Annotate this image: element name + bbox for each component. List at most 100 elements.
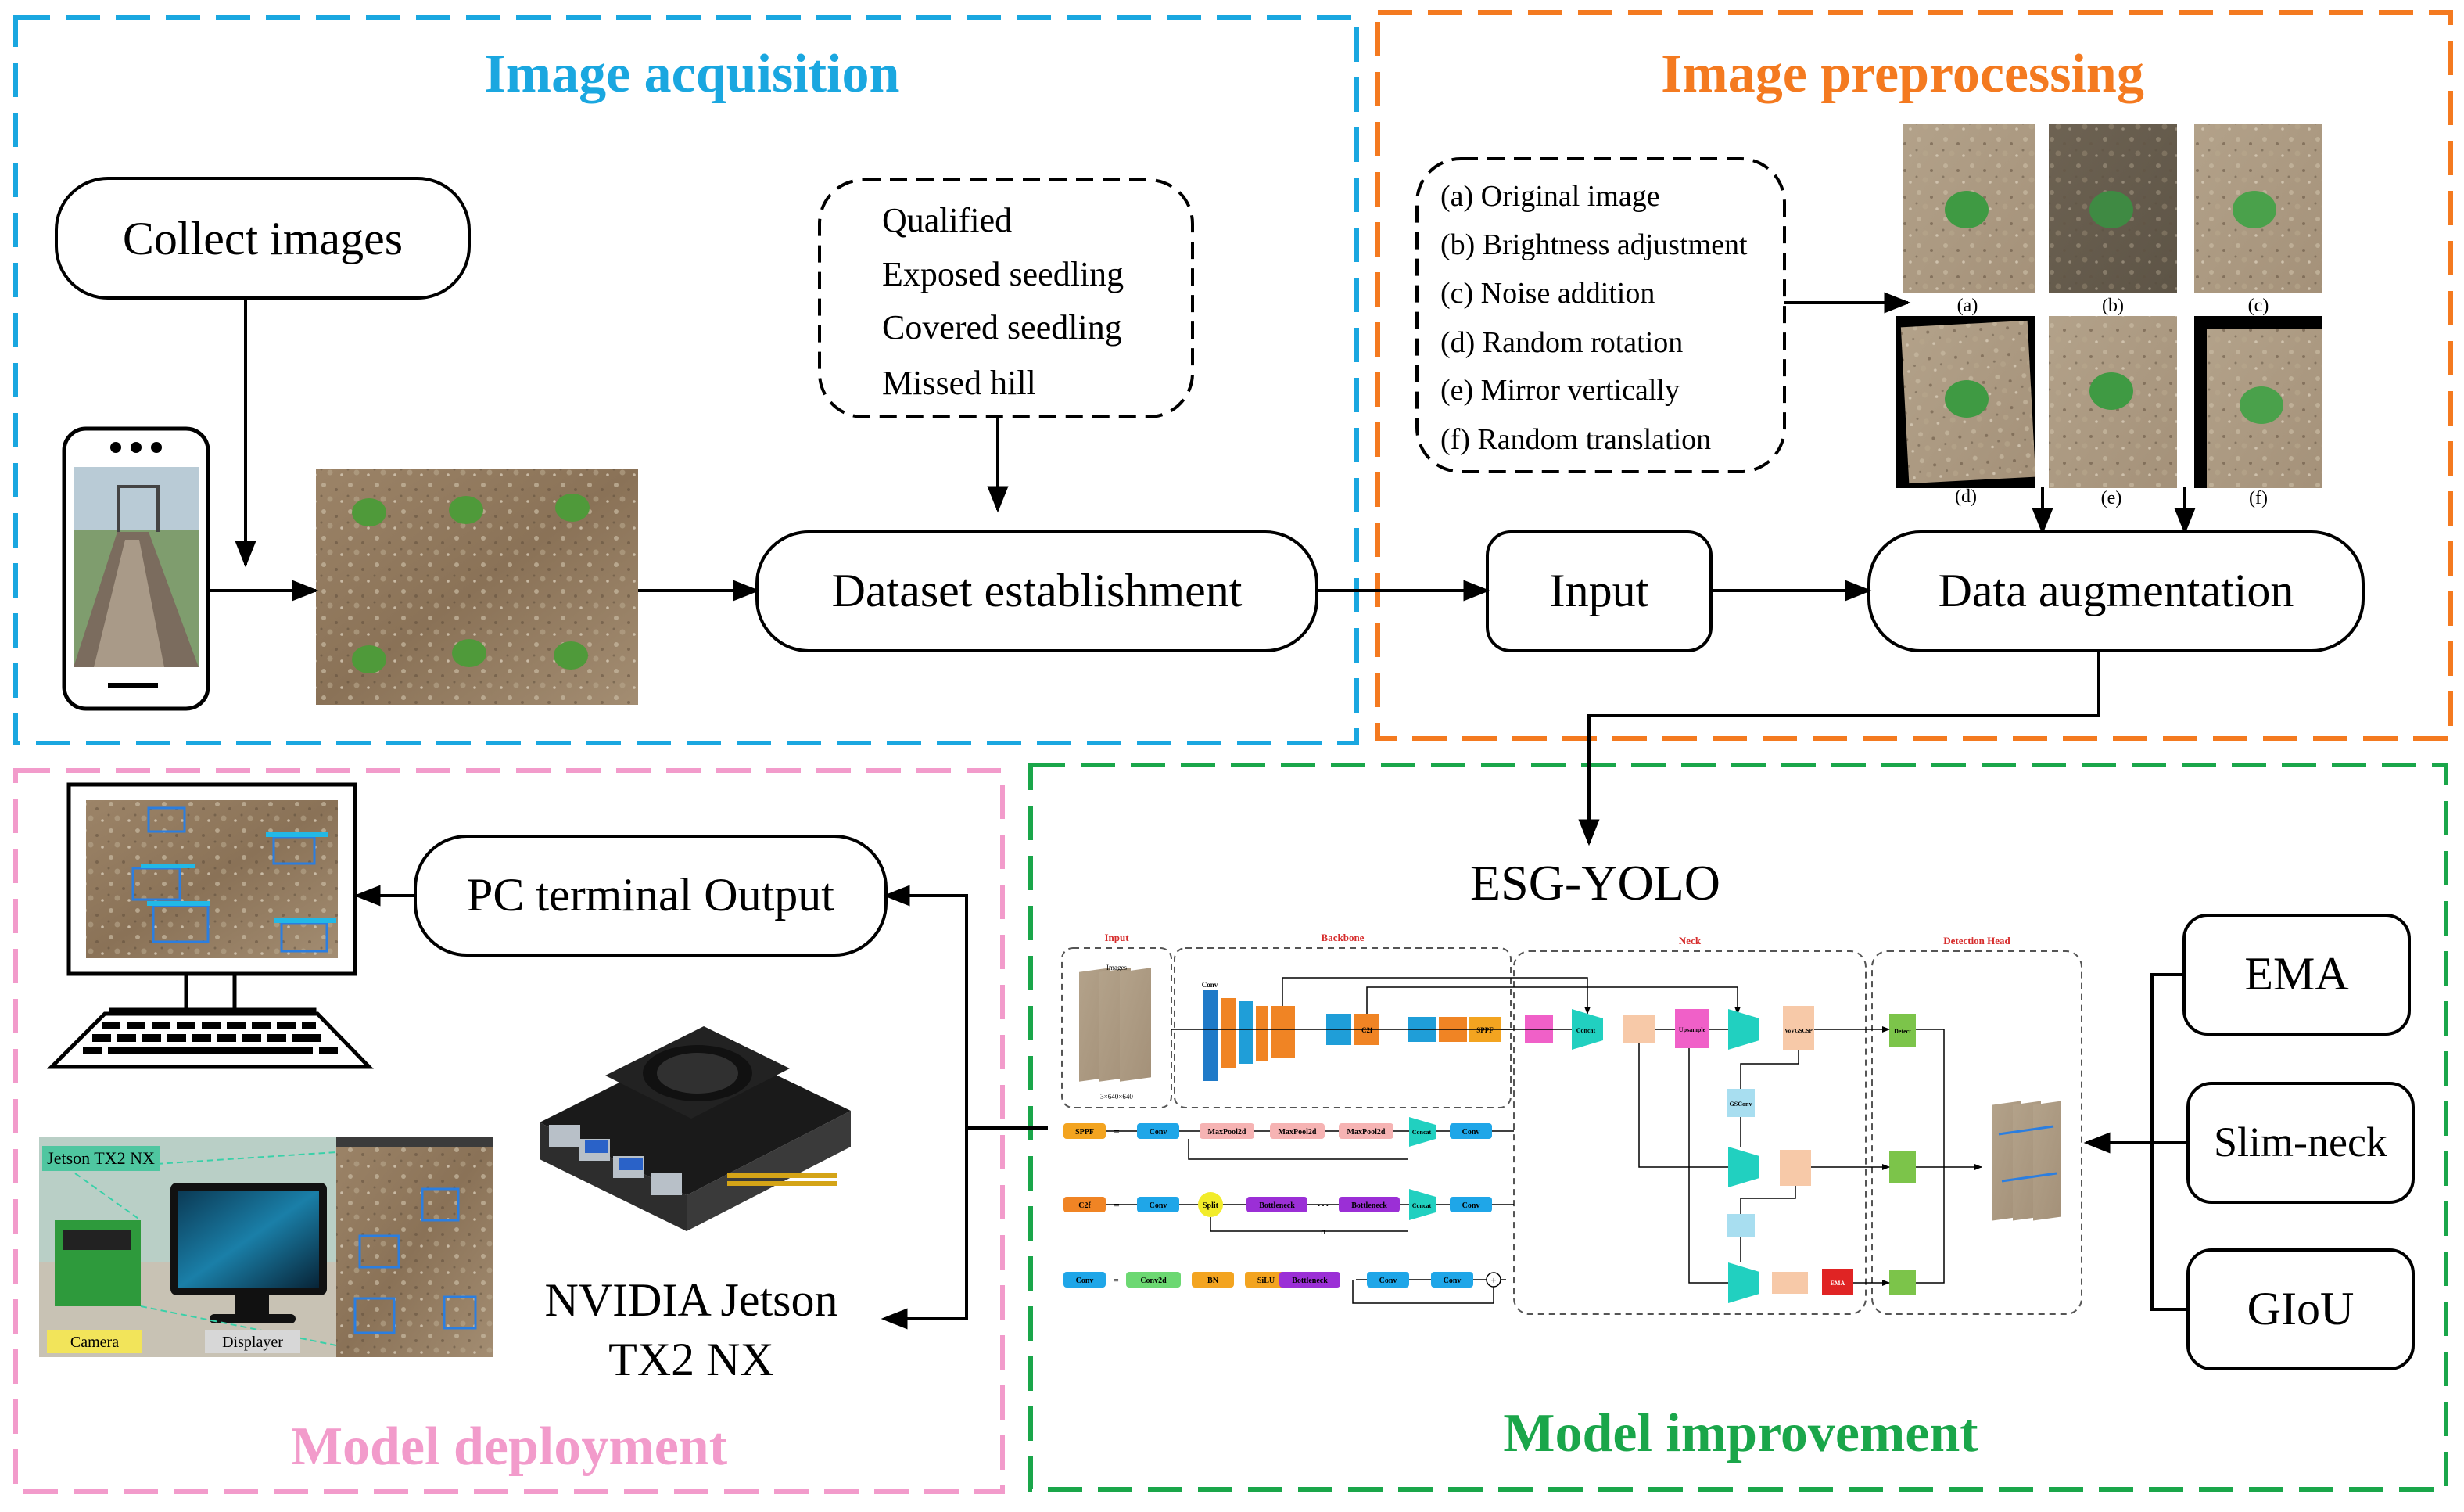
arch-concat-2: [1728, 1147, 1759, 1187]
arch-group-head: [1871, 950, 2082, 1315]
arch-concat-1: [1728, 1009, 1759, 1050]
arch-legend-c2f-concat-text: Concat: [1412, 1202, 1432, 1209]
section-title-acquisition: Image acquisition: [485, 44, 900, 104]
augmentation-item-d: (d) Random rotation: [1440, 326, 1683, 359]
arch-legend-c2f-conv2-text: Conv: [1462, 1201, 1480, 1210]
photo-label-jetson-bg: [42, 1146, 160, 1171]
arch-c2f-0: [1239, 1001, 1253, 1064]
section-title-preprocessing: Image preprocessing: [1661, 44, 2144, 104]
arch-vov-0: [1623, 1015, 1655, 1043]
augmentation-item-a: (a) Original image: [1440, 180, 1660, 213]
photo-label-displayer-bg: [205, 1330, 300, 1353]
arch-group-backbone: [1174, 947, 1512, 1108]
arch-head-merge: [1916, 1029, 1945, 1284]
arch-concat-0: [1572, 1009, 1603, 1050]
arch-legend-silu-text: SiLU: [1257, 1277, 1275, 1285]
arch-legend-bottleneck-1-text: Bottleneck: [1259, 1201, 1295, 1210]
arch-conv-1: [1221, 998, 1236, 1068]
arch-legend-add-text: +: [1490, 1274, 1496, 1286]
category-exposed: Exposed seedling: [882, 255, 1124, 293]
arch-legend-bottleneck-2-text: Bottleneck: [1351, 1201, 1387, 1210]
arch-vov-3: [1772, 1272, 1808, 1294]
arch-group-input: [1061, 947, 1172, 1108]
arrow-deploy-to-pc: [883, 885, 968, 1128]
arch-legend-bn-text: BN: [1207, 1277, 1219, 1285]
arch-detect-1: [1889, 1151, 1916, 1183]
category-covered: Covered seedling: [882, 308, 1122, 347]
thumb-a: [1903, 124, 2035, 293]
arch-legend-mp-1-text: MaxPool2d: [1208, 1128, 1246, 1137]
arch-legend-bn: [1192, 1272, 1234, 1288]
arch-legend-conv-a: [1367, 1272, 1409, 1288]
arch-vov-label: VoVGSCSP: [1784, 1028, 1813, 1034]
input-label: Input: [1550, 565, 1649, 616]
monitor-icon: [66, 782, 357, 1023]
arch-legend-conv-a-text: Conv: [1379, 1277, 1397, 1285]
arch-neck-down-3: [1740, 1186, 1796, 1214]
arch-ema-block: [1822, 1269, 1853, 1295]
arch-skip-2: [1366, 986, 1741, 1015]
arch-legend-c2f-conv: [1137, 1197, 1179, 1212]
arch-vov-1: [1783, 1006, 1814, 1050]
giou-label: GIoU: [2247, 1283, 2355, 1334]
arch-legend-sppf: [1063, 1123, 1106, 1139]
arch-skip-1: [1282, 977, 1591, 1015]
arch-legend-mp-1: [1200, 1123, 1254, 1139]
jetson-label-line2: TX2 NX: [608, 1334, 774, 1385]
arch-label-neck: Neck: [1679, 935, 1702, 946]
arch-c2f-label: C2f: [1361, 1026, 1373, 1034]
arch-legend-sppf-conv-2: [1450, 1123, 1492, 1139]
arch-legend-c2f-conv-2: [1450, 1197, 1492, 1212]
thumb-label-e: (e): [2101, 488, 2122, 508]
arch-sppf-label: SPPF: [1476, 1026, 1494, 1034]
arch-legend-split: [1198, 1192, 1223, 1217]
arch-input-images: [1079, 968, 1151, 1082]
category-missed: Missed hill: [882, 364, 1036, 402]
photo-label-jetson: Jetson TX2 NX: [47, 1148, 155, 1168]
category-list-box: [818, 178, 1194, 418]
arch-label-backbone: Backbone: [1322, 932, 1365, 943]
section-title-deployment: Model deployment: [291, 1417, 727, 1477]
arch-c2f-1: [1271, 1006, 1295, 1058]
arch-legend-conv-b: [1431, 1272, 1473, 1288]
collect-images-node[interactable]: [55, 177, 471, 300]
arch-legend-conv-text: Conv: [1076, 1277, 1094, 1285]
architecture-diagram: Input Backbone Neck Detection Head Image…: [1061, 932, 2082, 1315]
arch-upsample-1: [1675, 1009, 1709, 1048]
arch-neck-skip-b: [1688, 1048, 1728, 1284]
category-qualified: Qualified: [882, 201, 1012, 239]
arch-legend-sppf-bypass: [1188, 1139, 1408, 1160]
arch-conv-label: Conv: [1202, 981, 1218, 989]
arch-detect-2: [1889, 1270, 1916, 1295]
photo-label-camera-bg: [47, 1330, 142, 1353]
thumb-label-d: (d): [1955, 487, 1977, 507]
arch-size-label: 3×640×640: [1100, 1093, 1133, 1101]
thumb-c: [2194, 124, 2322, 293]
arch-legend-sppf-conv: [1137, 1123, 1179, 1139]
thumb-f: [2194, 316, 2322, 488]
arch-neck-skip-a: [1638, 1043, 1728, 1168]
arch-detect-label: Detect: [1894, 1028, 1911, 1035]
arch-legend-mp-3-text: MaxPool2d: [1347, 1128, 1386, 1137]
data-augmentation-label: Data augmentation: [1939, 565, 2294, 616]
dataset-establishment-label: Dataset establishment: [832, 565, 1243, 616]
arch-legend-conv2d: [1126, 1272, 1181, 1288]
arch-legend-mp-2-text: MaxPool2d: [1279, 1128, 1317, 1137]
arch-legend-sppf-eq: =: [1114, 1126, 1119, 1137]
arch-legend-bottleneck-def: [1279, 1272, 1340, 1288]
thumb-label-f: (f): [2249, 488, 2268, 508]
arch-conv-2: [1256, 1006, 1268, 1061]
arch-legend-conv2d-text: Conv2d: [1140, 1277, 1167, 1285]
arch-legend-c2f-eq: =: [1114, 1199, 1119, 1211]
arch-label-head: Detection Head: [1943, 935, 2010, 946]
arch-legend-c2f-text: C2f: [1078, 1201, 1091, 1210]
arch-gsconv-0: [1727, 1089, 1755, 1117]
arch-images-label: Images: [1106, 964, 1127, 971]
arch-legend-split-text: Split: [1203, 1201, 1219, 1210]
ema-label: EMA: [2244, 948, 2348, 1000]
arch-legend-conv-eq: =: [1113, 1274, 1118, 1286]
deployment-photo: [39, 1137, 493, 1357]
arch-legend-sppf-conv2-text: Conv: [1462, 1128, 1480, 1137]
thumb-label-b: (b): [2102, 296, 2124, 316]
field-photo: [316, 469, 638, 705]
